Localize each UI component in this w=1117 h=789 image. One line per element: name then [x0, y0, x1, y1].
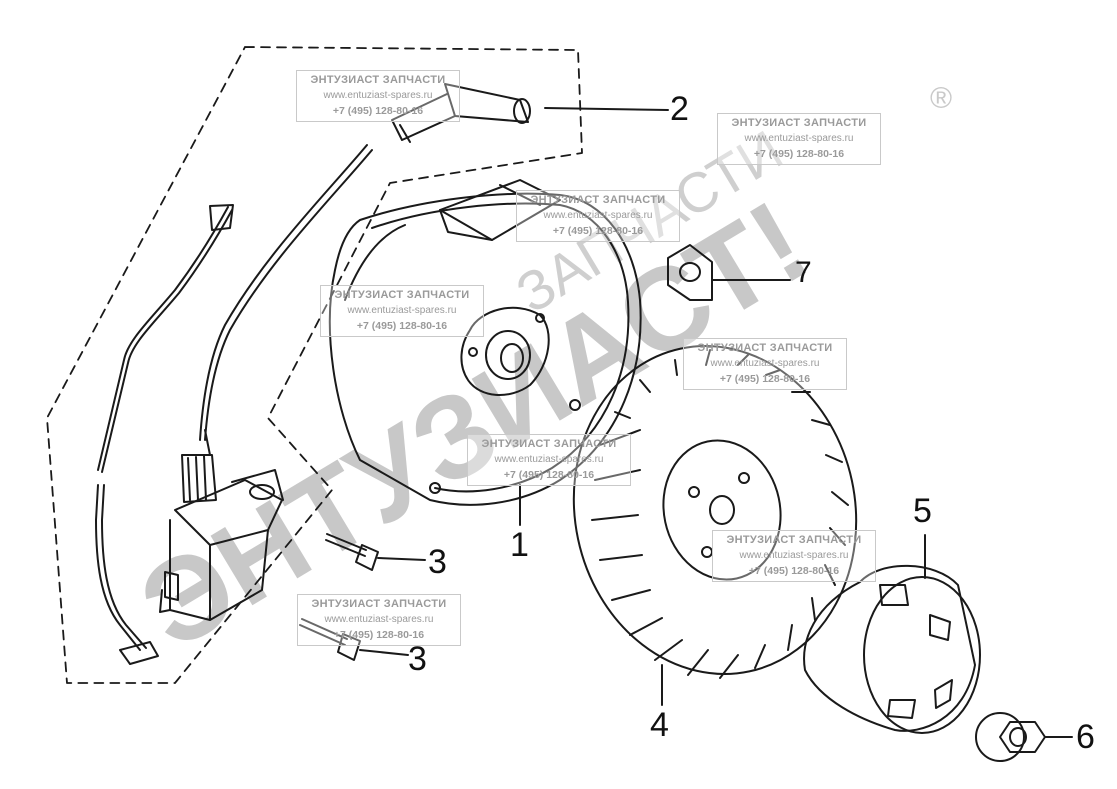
starter-cup [803, 564, 981, 734]
leader-2 [544, 107, 669, 111]
callout-2: 2 [670, 90, 689, 128]
bolt-lower [299, 618, 361, 661]
bolt-upper [325, 533, 379, 571]
registered-mark: ® [930, 82, 953, 115]
cooling-fan [572, 345, 858, 679]
group-outline [46, 46, 583, 684]
flange-nut [975, 712, 1046, 762]
leader-3a [377, 557, 426, 561]
spark-plug-cap [391, 83, 531, 143]
callout-3-lower: 3 [408, 640, 427, 678]
flywheel-housing [328, 179, 642, 506]
ignition-coil [159, 429, 284, 621]
wire-clip [667, 244, 713, 301]
callout-4: 4 [650, 706, 669, 744]
callout-3-upper: 3 [428, 543, 447, 581]
callout-6: 6 [1076, 718, 1095, 756]
ht-lead [204, 149, 373, 441]
callout-1: 1 [510, 526, 529, 564]
callout-5: 5 [913, 492, 932, 530]
kill-wire [97, 206, 229, 471]
callout-7: 7 [795, 256, 812, 289]
leader-3b [359, 649, 409, 656]
